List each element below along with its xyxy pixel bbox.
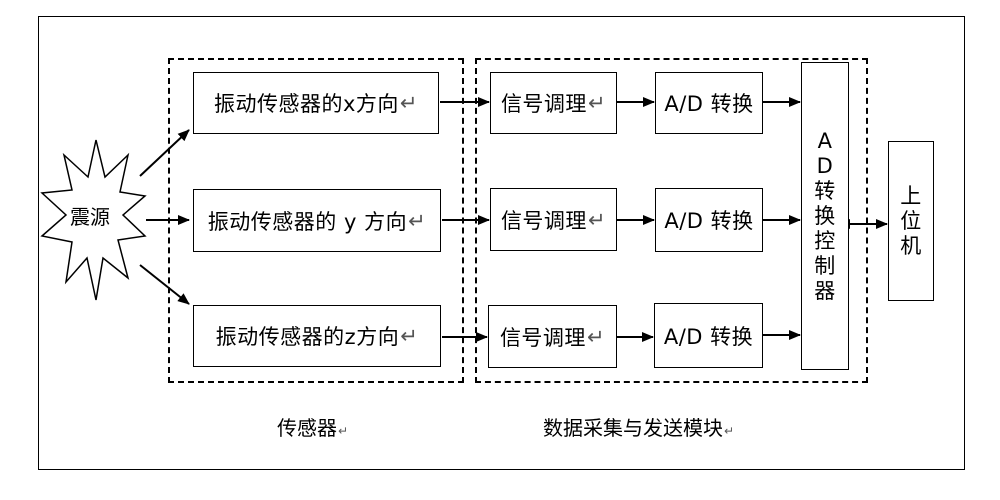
controller-char: 制	[814, 253, 836, 278]
adc-label-1: A/D 转换	[664, 92, 754, 116]
arrow-source-to-x	[139, 129, 190, 177]
sensor-x-label: 振动传感器的x方向	[213, 92, 399, 116]
sensor-y-label: 振动传感器的 y 方向	[207, 209, 408, 234]
return-mark: ↵	[400, 324, 419, 348]
conditioning-box-1: 信号调理↵	[490, 72, 617, 134]
source-label: 震源	[70, 205, 110, 229]
host-char: 机	[900, 233, 922, 258]
controller-char: 换	[814, 203, 836, 228]
conditioning-label-2: 信号调理	[500, 208, 587, 233]
host-char: 位	[900, 208, 922, 233]
source-burst-shape	[40, 139, 147, 301]
host-computer-box: 上 位 机	[888, 141, 934, 301]
return-mark: ↵	[587, 91, 607, 115]
controller-char: 转	[814, 178, 836, 203]
adc-box-3: A/D 转换	[654, 303, 763, 368]
acquisition-group-caption: 数据采集与发送模块↵	[543, 416, 735, 440]
return-mark: ↵	[338, 424, 349, 438]
sensor-z-box: 振动传感器的z方向↵	[193, 305, 441, 367]
return-mark: ↵	[408, 208, 427, 233]
sensor-y-box: 振动传感器的 y 方向↵	[193, 189, 441, 252]
sensor-x-box: 振动传感器的x方向↵	[193, 72, 439, 134]
return-mark: ↵	[586, 324, 606, 349]
controller-char: 控	[814, 228, 836, 253]
controller-char: A	[817, 128, 833, 153]
host-char: 上	[900, 183, 922, 208]
adc-label-2: A/D 转换	[664, 209, 754, 233]
sensor-z-label: 振动传感器的z方向	[215, 325, 400, 349]
return-mark: ↵	[724, 424, 735, 438]
adc-box-1: A/D 转换	[655, 72, 763, 134]
return-mark: ↵	[587, 207, 607, 232]
controller-char: D	[816, 153, 834, 178]
outer-frame	[38, 16, 965, 470]
conditioning-label-3: 信号调理	[499, 325, 586, 350]
ad-controller-box: A D 转 换 控 制 器	[801, 62, 849, 370]
conditioning-label-1: 信号调理	[500, 92, 587, 116]
return-mark: ↵	[399, 91, 419, 115]
adc-box-2: A/D 转换	[655, 188, 763, 252]
sensor-group-caption: 传感器↵	[277, 416, 349, 440]
conditioning-box-2: 信号调理↵	[490, 188, 617, 251]
arrow-source-to-z	[139, 264, 190, 305]
conditioning-box-3: 信号调理↵	[488, 305, 617, 368]
controller-char: 器	[814, 278, 836, 303]
adc-label-3: A/D 转换	[663, 324, 754, 349]
